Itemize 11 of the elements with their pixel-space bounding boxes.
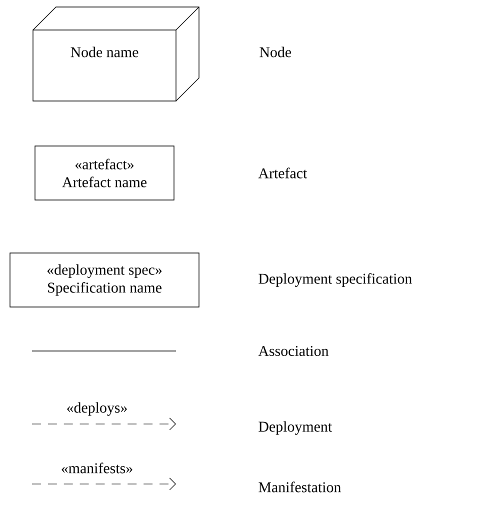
stereotype-box: «artefact» Artefact name bbox=[34, 146, 174, 200]
node-cube: Node name bbox=[32, 6, 200, 102]
description-text: Node bbox=[260, 46, 292, 58]
legend-text: Association bbox=[258, 346, 329, 356]
description-text: Deployment specification bbox=[258, 273, 412, 287]
description-text: Artefact bbox=[258, 168, 308, 178]
stereotype-label: «deploys» bbox=[67, 402, 127, 416]
stereotype-label: «manifests» bbox=[62, 462, 132, 474]
legend-text: Manifestation bbox=[258, 482, 341, 492]
legend-text: Deployment bbox=[258, 421, 332, 435]
stereotype-box: «deployment spec» Specification name bbox=[10, 252, 200, 308]
